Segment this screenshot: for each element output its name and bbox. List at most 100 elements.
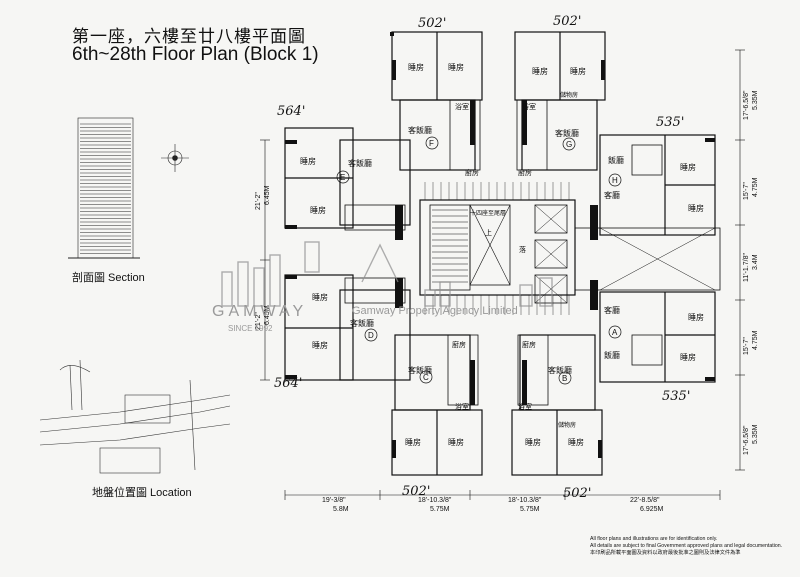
- room-label: 睡房: [688, 313, 704, 322]
- room-label: 浴室: [455, 404, 469, 411]
- room-label: 客飯廳: [555, 129, 579, 138]
- dim-ft-vertical: 17'-6.5/8": [743, 90, 750, 120]
- handwritten-area-E: 564': [277, 104, 306, 119]
- room-label: 睡房: [310, 206, 326, 215]
- unit-A: [599, 291, 716, 383]
- main-floor-plan: [260, 31, 745, 500]
- room-label: 睡房: [568, 438, 584, 447]
- room-label: 浴室: [518, 404, 532, 411]
- unit-marker-circle: [558, 371, 572, 385]
- dim-ft: 22'-8.5/8": [630, 497, 660, 504]
- room-label: 客飯廳: [408, 366, 432, 375]
- watermark-brand: GAMWAY: [212, 303, 308, 320]
- unit-letter-G: G: [566, 140, 573, 149]
- dim-m-vertical: 5.35M: [752, 90, 759, 110]
- disclaimer-line: 本印刷品所載平面圖及資料以政府最後批准之圖則及法律文件為準: [590, 550, 741, 556]
- unit-marker-circle: [608, 325, 622, 339]
- room-label: 飯廳: [608, 156, 624, 165]
- room-label: 廚房: [452, 342, 466, 349]
- dim-m: 5.8M: [333, 506, 349, 513]
- unit-H: [599, 134, 716, 236]
- unit-marker-circle: [419, 370, 433, 384]
- dim-m: 6.925M: [640, 506, 664, 513]
- unit-letter-E: E: [340, 173, 346, 182]
- room-label: 睡房: [405, 438, 421, 447]
- stair-up-label: 上: [485, 230, 492, 237]
- handwritten-area-F: 502': [418, 16, 447, 31]
- dim-m-vertical: 4.75M: [752, 330, 759, 350]
- unit-letter-C: C: [423, 373, 429, 382]
- room-label: 客廳: [604, 306, 620, 315]
- dim-m: 5.75M: [520, 506, 540, 513]
- dim-ft: 19'-3/8": [322, 497, 346, 504]
- unit-F: [390, 31, 483, 171]
- room-label: 睡房: [525, 438, 541, 447]
- dim-m: 5.75M: [430, 506, 450, 513]
- section-diagram: [68, 117, 140, 259]
- room-label: 睡房: [312, 341, 328, 350]
- unit-letter-D: D: [368, 331, 374, 340]
- unit-G: [514, 31, 606, 171]
- stair-down-label: 落: [519, 247, 526, 254]
- room-label: 客飯廳: [350, 319, 374, 328]
- watermark-logo: [221, 241, 553, 307]
- room-label: 飯廳: [604, 351, 620, 360]
- room-label: 睡房: [312, 293, 328, 302]
- room-label: 廚房: [518, 170, 532, 177]
- unit-marker-circle: [608, 173, 622, 187]
- corridor-hatching: [424, 182, 570, 315]
- room-label: 睡房: [688, 204, 704, 213]
- unit-letter-A: A: [612, 328, 618, 337]
- title-chinese: 第一座，六樓至廿八樓平面圖: [72, 27, 306, 46]
- dim-ft-vertical: 17'-6.5/8": [743, 425, 750, 455]
- dim-m-vertical: 6.45M: [264, 185, 271, 205]
- room-label: 睡房: [532, 67, 548, 76]
- unit-marker-circle: [425, 136, 439, 150]
- dim-m-vertical: 3.4M: [752, 254, 759, 270]
- watermark-company: Gamway Property Agency Limited: [352, 305, 518, 317]
- handwritten-area-D: 564': [274, 376, 303, 391]
- north-compass-icon: [161, 144, 189, 172]
- section-label: 剖面圖 Section: [72, 272, 145, 284]
- unit-letter-F: F: [429, 139, 434, 148]
- room-label: 睡房: [448, 438, 464, 447]
- disclaimer-line: All floor plans and illustrations are fo…: [590, 536, 718, 542]
- unit-letter-B: B: [562, 374, 568, 383]
- title-english: 6th~28th Floor Plan (Block 1): [72, 44, 319, 65]
- unit-D: [284, 274, 411, 381]
- unit-marker-circle: [364, 328, 378, 342]
- handwritten-area-H: 535': [656, 115, 685, 130]
- dim-m-vertical: 5.35M: [752, 424, 759, 444]
- dim-ft-vertical: 15'-7": [743, 337, 750, 355]
- location-map: [39, 359, 231, 474]
- room-label: 浴室: [522, 104, 536, 111]
- dim-ft-vertical: 15'-7": [743, 182, 750, 200]
- unit-letter-H: H: [612, 176, 618, 185]
- room-label: 睡房: [680, 163, 696, 172]
- room-label: 廚房: [522, 342, 536, 349]
- unit-marker-circle: [336, 170, 350, 184]
- room-label: 浴室: [455, 104, 469, 111]
- room-label: 睡房: [300, 157, 316, 166]
- room-label: 睡房: [408, 63, 424, 72]
- store-label: 儲物房: [558, 423, 577, 429]
- unit-E: [284, 127, 411, 231]
- unit-marker-circle: [562, 137, 576, 151]
- dim-m-vertical: 4.75M: [752, 177, 759, 197]
- disclaimer-footnote: All floor plans and illustrations are fo…: [590, 536, 790, 557]
- wall-accents: [285, 60, 715, 458]
- room-label: 客飯廳: [348, 159, 372, 168]
- dim-ft: 18'-10.3/8": [508, 497, 542, 504]
- handwritten-area-A: 535': [662, 389, 691, 404]
- handwritten-area-B: 502': [563, 486, 592, 501]
- room-label: 睡房: [680, 353, 696, 362]
- lift-lobby-label: 十四座至尾層: [470, 211, 507, 217]
- dim-ft-vertical: 21'-2": [255, 192, 262, 210]
- location-label: 地盤位置圖 Location: [92, 487, 192, 499]
- room-label: 睡房: [448, 63, 464, 72]
- handwritten-area-C: 502': [402, 484, 431, 499]
- dim-ft: 18'-10.3/8": [418, 497, 452, 504]
- watermark-since: SINCE 1992: [228, 324, 273, 333]
